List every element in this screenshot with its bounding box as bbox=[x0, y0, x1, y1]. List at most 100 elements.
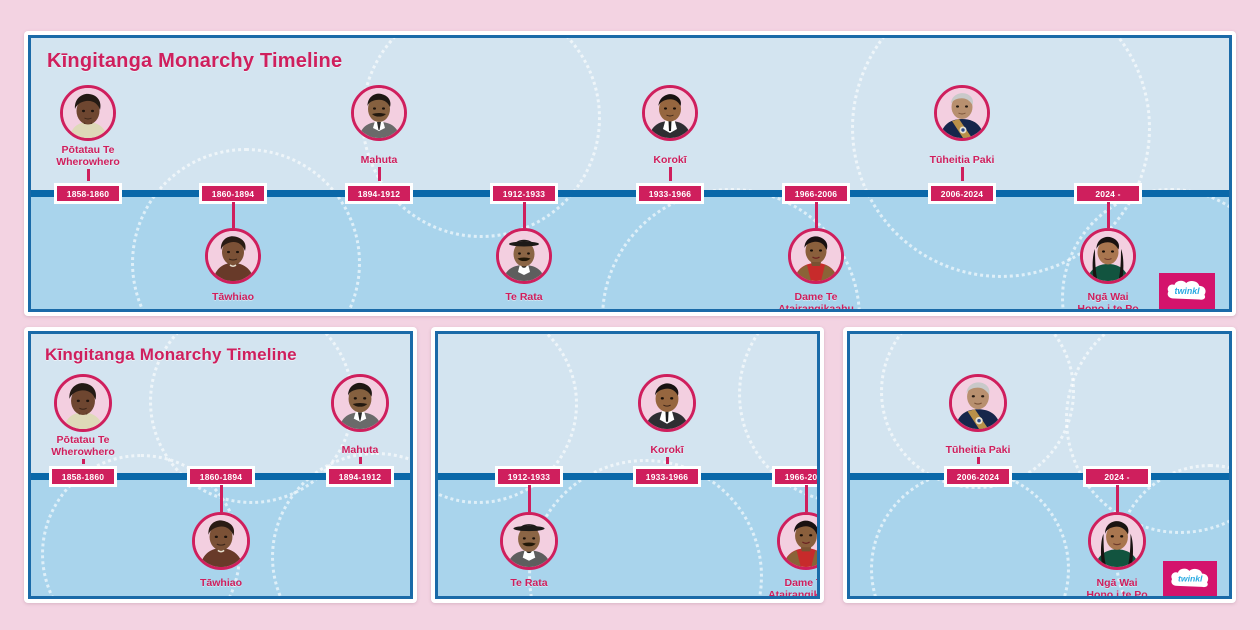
monarch-name: Ngā Wai Hono i te Po bbox=[1077, 291, 1138, 309]
connector-stem bbox=[976, 457, 980, 465]
connector-stem bbox=[960, 167, 964, 182]
page2-inner: Te Rata 1912-1933 Korokī 1933-1966 Dame Te… bbox=[435, 331, 820, 599]
date-badge[interactable]: 1894-1912 bbox=[345, 183, 413, 204]
connector-stem bbox=[231, 202, 235, 228]
portrait-koroki bbox=[642, 85, 698, 141]
date-badge[interactable]: 2024 - bbox=[1083, 466, 1151, 487]
split-page-2-panel: Te Rata 1912-1933 Korokī 1933-1966 Dame Te… bbox=[431, 327, 824, 603]
portrait-image bbox=[54, 374, 112, 432]
monarch-name: Te Rata bbox=[510, 577, 548, 589]
date-badge[interactable]: 2006-2024 bbox=[928, 183, 996, 204]
portrait-dame-te-atairangikaahu bbox=[788, 228, 844, 284]
date-badge[interactable]: 1860-1894 bbox=[187, 466, 255, 487]
date-badge[interactable]: 1894-1912 bbox=[326, 466, 394, 487]
monarch-name: Tāwhiao bbox=[199, 577, 242, 589]
connector-stem bbox=[358, 457, 362, 465]
timeline-rail bbox=[850, 473, 1229, 480]
twinkl-logo: twinkl bbox=[1163, 561, 1217, 596]
connector-stem bbox=[1115, 485, 1119, 512]
portrait-image bbox=[934, 85, 990, 141]
twinkl-logo: twinkl bbox=[1159, 273, 1215, 309]
page3-entries-layer: Dame Te Atairangikaahu1966-2006 Tūheitia… bbox=[850, 334, 1229, 596]
portrait-tawhiao bbox=[192, 512, 250, 570]
portrait-image bbox=[642, 85, 698, 141]
connector-stem bbox=[804, 485, 808, 512]
twinkl-cloud-icon: twinkl bbox=[1171, 568, 1208, 587]
date-badge[interactable]: 1933-1966 bbox=[633, 466, 701, 487]
portrait-image bbox=[1088, 512, 1146, 570]
monarch-name: Tūheitia Paki bbox=[945, 444, 1011, 456]
connector-stem bbox=[814, 202, 818, 228]
connector-stem bbox=[522, 202, 526, 228]
connector-stem bbox=[527, 485, 531, 512]
portrait-mahuta bbox=[351, 85, 407, 141]
banner-inner: Kīngitanga Monarchy Timeline Pōtatau Te … bbox=[28, 35, 1232, 312]
portrait-potatau bbox=[60, 85, 116, 141]
portrait-koroki bbox=[638, 374, 696, 432]
portrait-mahuta bbox=[331, 374, 389, 432]
page-title: Kīngitanga Monarchy Timeline bbox=[47, 50, 343, 72]
connector-stem bbox=[86, 169, 90, 182]
date-badge[interactable]: 1912-1933 bbox=[490, 183, 558, 204]
portrait-potatau bbox=[54, 374, 112, 432]
portrait-image bbox=[331, 374, 389, 432]
portrait-image bbox=[496, 228, 552, 284]
split-page-1-panel: Kīngitanga Monarchy Timeline Pōtatau Te … bbox=[24, 327, 417, 603]
date-badge[interactable]: 1933-1966 bbox=[636, 183, 704, 204]
monarch-name: Mahuta bbox=[341, 444, 379, 456]
date-badge[interactable]: 1860-1894 bbox=[199, 183, 267, 204]
sky-top bbox=[31, 38, 1229, 190]
portrait-tuheitia bbox=[934, 85, 990, 141]
connector-stem bbox=[219, 485, 223, 512]
monarch-name: Tūheitia Paki bbox=[929, 154, 995, 166]
monarch-name: Dame Te Atairangikaahu bbox=[768, 577, 817, 596]
portrait-image bbox=[1080, 228, 1136, 284]
portrait-tuheitia bbox=[949, 374, 1007, 432]
sky-top bbox=[438, 334, 817, 473]
date-badge[interactable]: 1966-2006 bbox=[782, 183, 850, 204]
date-badge[interactable]: 1858-1860 bbox=[54, 183, 122, 204]
portrait-image bbox=[60, 85, 116, 141]
timeline-rail bbox=[31, 190, 1229, 197]
portrait-dame-te-atairangikaahu bbox=[777, 512, 817, 570]
portrait-terata bbox=[500, 512, 558, 570]
connector-stem bbox=[668, 167, 672, 182]
portrait-ngawai bbox=[1088, 512, 1146, 570]
portrait-tawhiao bbox=[205, 228, 261, 284]
monarch-name: Mahuta bbox=[360, 154, 398, 166]
date-badge[interactable]: 1966-2006 bbox=[772, 466, 817, 487]
timeline-banner-panel: Kīngitanga Monarchy Timeline Pōtatau Te … bbox=[24, 31, 1236, 316]
portrait-image bbox=[351, 85, 407, 141]
page-title: Kīngitanga Monarchy Timeline bbox=[45, 345, 297, 364]
portrait-image bbox=[500, 512, 558, 570]
monarch-name: Korokī bbox=[650, 444, 684, 456]
connector-stem bbox=[1106, 202, 1110, 228]
split-page-3-panel: Dame Te Atairangikaahu1966-2006 Tūheitia… bbox=[843, 327, 1236, 603]
svg-text:twinkl: twinkl bbox=[1178, 573, 1203, 583]
monarch-name: Dame Te Atairangikaahu bbox=[778, 291, 854, 309]
date-badge[interactable]: 1858-1860 bbox=[49, 466, 117, 487]
monarch-name: Pōtatau Te Wherowhero bbox=[56, 144, 120, 169]
portrait-image bbox=[777, 512, 817, 570]
svg-text:twinkl: twinkl bbox=[1174, 286, 1200, 296]
banner-entries-layer: Pōtatau Te Wherowhero 1858-1860 Tāwhiao 18… bbox=[31, 38, 1229, 309]
portrait-terata bbox=[496, 228, 552, 284]
twinkl-cloud-icon: twinkl bbox=[1167, 280, 1206, 300]
page3-inner: Dame Te Atairangikaahu1966-2006 Tūheitia… bbox=[847, 331, 1232, 599]
timeline-rail bbox=[438, 473, 817, 480]
connector-stem bbox=[377, 167, 381, 182]
sky-top bbox=[850, 334, 1229, 473]
monarch-name: Te Rata bbox=[505, 291, 543, 303]
connector-stem bbox=[81, 459, 85, 465]
date-badge[interactable]: 2006-2024 bbox=[944, 466, 1012, 487]
page1-inner: Kīngitanga Monarchy Timeline Pōtatau Te … bbox=[28, 331, 413, 599]
monarch-name: Tāwhiao bbox=[211, 291, 254, 303]
portrait-image bbox=[192, 512, 250, 570]
date-badge[interactable]: 2024 - bbox=[1074, 183, 1142, 204]
portrait-image bbox=[205, 228, 261, 284]
portrait-image bbox=[638, 374, 696, 432]
portrait-image bbox=[949, 374, 1007, 432]
date-badge[interactable]: 1912-1933 bbox=[495, 466, 563, 487]
monarch-name: Korokī bbox=[653, 154, 687, 166]
